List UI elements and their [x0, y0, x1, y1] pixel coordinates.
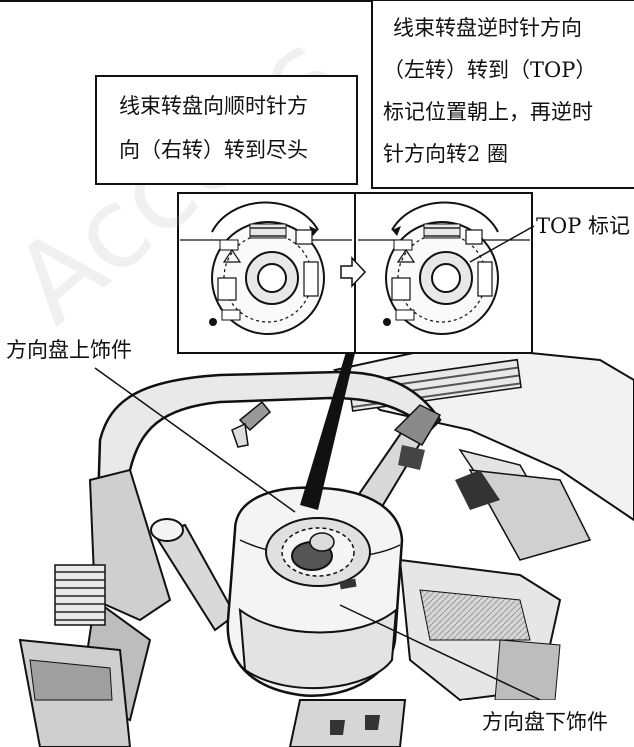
instruction-line: （左转）转到（TOP） [383, 58, 597, 82]
instruction-line: 向（右转）转到尽头 [119, 138, 308, 162]
clock-spring-right [383, 201, 499, 335]
upper-trim-leader [94, 367, 296, 513]
instruction-line: 线束转盘逆时针方向 [393, 16, 582, 40]
lower-trim-label: 方向盘下饰件 [462, 700, 620, 746]
top-mark-label: TOP 标记 [536, 214, 631, 238]
clock-spring-center [265, 517, 371, 590]
instruction-line: 线束转盘向顺时针方 [119, 94, 308, 118]
inset-panel [177, 192, 533, 354]
left-dash-parts [18, 564, 132, 747]
zoom-wedge [300, 332, 360, 510]
instruction-line: 针方向转2 圈 [383, 142, 509, 166]
right-arrow-icon [340, 256, 367, 288]
instruction-line: 标记位置朝上，再逆时 [383, 100, 593, 124]
lower-trim-leader [339, 604, 554, 707]
dashboard [332, 343, 634, 702]
turn-signal-lever [353, 404, 442, 512]
top-mark-leader [469, 225, 535, 263]
upper-trim-label: 方向盘上饰件 [6, 338, 132, 362]
instruction-box-counterclockwise: 线束转盘逆时针方向 （左转）转到（TOP） 标记位置朝上，再逆时 针方向转2 圈 [371, 1, 634, 189]
clock-spring-left [209, 201, 325, 335]
instruction-box-clockwise: 线束转盘向顺时针方 向（右转）转到尽头 [95, 75, 358, 185]
